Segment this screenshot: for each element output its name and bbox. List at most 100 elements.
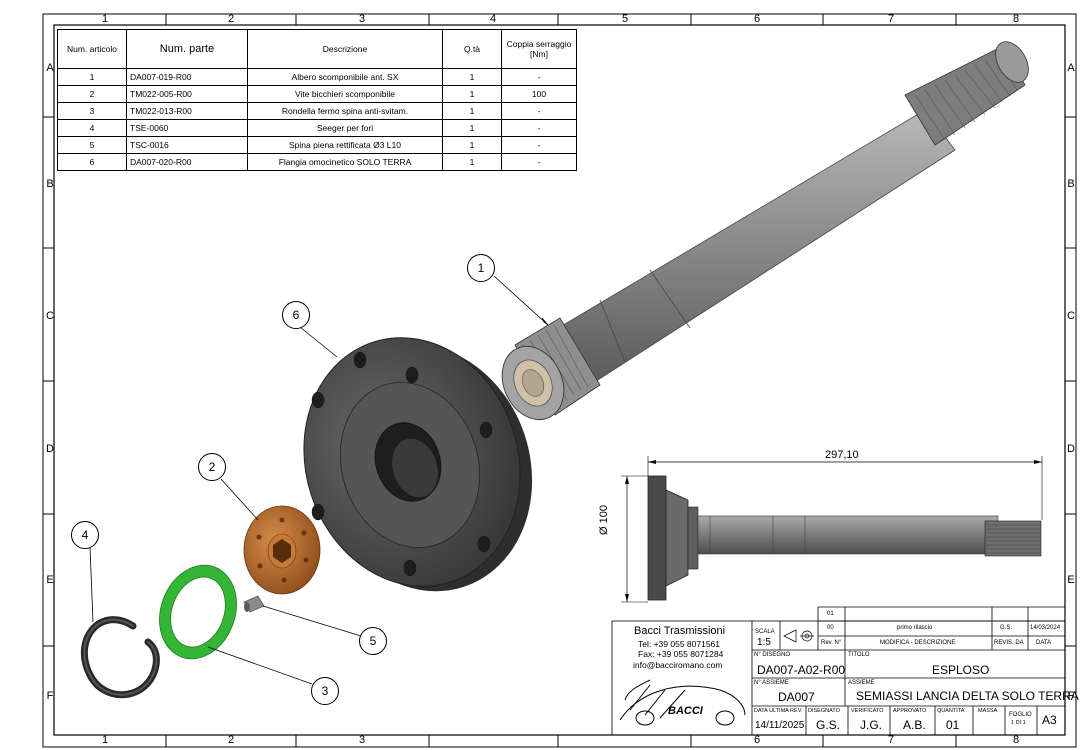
sheet-format: A3 (1042, 713, 1057, 727)
company-tel: Tel: +39 055 8071561 (638, 639, 721, 649)
title-label: TITOLO (848, 652, 870, 658)
bom-header-torque: Coppia serraggio [Nm] (501, 29, 577, 69)
bom-desc: Vite bicchieri scomponibile (247, 85, 443, 103)
shaft-part-1 (501, 41, 1029, 421)
rev-label: Rev. N° (821, 640, 842, 646)
diameter-dimension: Ø 100 (598, 505, 610, 535)
side-view-shaft (621, 456, 1043, 603)
zone-row-D-right: D (1067, 443, 1075, 455)
pin-part-5 (243, 595, 265, 613)
bom-header-item: Num. articolo (57, 29, 127, 69)
zone-col-6: 6 (753, 13, 761, 25)
zone-col-7-bottom: 7 (887, 734, 895, 746)
projection-symbol-icon (783, 629, 814, 643)
bom-item: 1 (57, 68, 127, 86)
bom-qty: 1 (442, 119, 502, 137)
bom-row: 3 TM022-013-R00 Rondella fermo spina ant… (57, 102, 577, 120)
zone-row-E-right: E (1067, 574, 1075, 586)
bom-qty: 1 (442, 85, 502, 103)
bom-row: 2 TM022-005-R00 Vite bicchieri scomponib… (57, 85, 577, 103)
bom-part: DA007-019-R00 (126, 68, 248, 86)
zone-ticks (43, 14, 1076, 747)
bom-item: 4 (57, 119, 127, 137)
rev-header-date: DATA (1036, 640, 1052, 646)
quantity-label: QUANTITA' (937, 708, 966, 714)
bom-qty: 1 (442, 153, 502, 171)
bom-qty: 1 (442, 68, 502, 86)
company-logo (619, 679, 746, 726)
bom-desc: Rondella fermo spina anti-svitam. (247, 102, 443, 120)
approved-by: A.B. (903, 718, 926, 732)
bom-row: 5 TSC-0016 Spina piena rettificata Ø3 L1… (57, 136, 577, 154)
zone-col-6-bottom: 6 (753, 734, 761, 746)
bom-part: TM022-005-R00 (126, 85, 248, 103)
bom-qty: 1 (442, 102, 502, 120)
drawing-no-label: N° DISEGNO (754, 652, 791, 658)
screw-part-2 (243, 505, 321, 595)
bom-row: 6 DA007-020-R00 Flangia omocinetico SOLO… (57, 153, 577, 171)
scale-label: SCALA (755, 629, 775, 635)
sheet-value: 1 DI 1 (1011, 720, 1026, 726)
zone-row-B: B (46, 178, 54, 190)
bom-header-row: Num. articolo Num. parte Descrizione Q.t… (57, 29, 577, 69)
last-rev-date: 14/11/2025 (755, 720, 805, 731)
zone-row-A-right: A (1067, 62, 1075, 74)
bom-item: 5 (57, 136, 127, 154)
washer-part-3 (159, 564, 237, 660)
title-block-frame (611, 606, 1066, 736)
bom-item: 2 (57, 85, 127, 103)
bom-part: TSC-0016 (126, 136, 248, 154)
sheet-label: FOGLIO (1009, 712, 1032, 718)
zone-col-4: 4 (489, 13, 497, 25)
balloon-4: 4 (71, 521, 99, 549)
bom-qty: 1 (442, 136, 502, 154)
bom-torque: - (501, 102, 577, 120)
bom-desc: Seeger per fori (247, 119, 443, 137)
bom-item: 3 (57, 102, 127, 120)
rev-row-date: 14/03/2024 (1030, 625, 1061, 631)
assembly-no-label: N° ASSIEME (754, 680, 789, 686)
drawn-label: DISEGNATO (808, 708, 840, 714)
scale-value: 1:5 (757, 637, 771, 648)
balloon-5: 5 (359, 627, 387, 655)
zone-row-B-right: B (1067, 178, 1075, 190)
bom-desc: Albero scomponibile ant. SX (247, 68, 443, 86)
bom-part: DA007-020-R00 (126, 153, 248, 171)
zone-row-C: C (46, 310, 54, 322)
rev-row-num: 01 (827, 611, 834, 617)
zone-col-7: 7 (887, 13, 895, 25)
assembly-label: ASSIEME (848, 680, 875, 686)
drawing-number: DA007-A02-R00 (757, 663, 846, 677)
zone-col-8: 8 (1012, 13, 1020, 25)
zone-col-1: 1 (101, 13, 109, 25)
zone-row-C-right: C (1067, 310, 1075, 322)
rev-row-desc: primo rilascio (897, 625, 933, 631)
zone-row-F-right: F (1067, 690, 1075, 702)
bom-row: 4 TSE-0060 Seeger per fori 1 - (57, 119, 577, 137)
checked-label: VERIFICATO (851, 708, 884, 714)
drawing-title: ESPLOSO (932, 663, 990, 677)
bom-header-part: Num. parte (126, 29, 248, 69)
company-name: Bacci Trasmissioni (634, 625, 726, 637)
zone-row-D: D (46, 443, 54, 455)
bill-of-materials: Num. articolo Num. parte Descrizione Q.t… (57, 29, 577, 171)
bom-row: 1 DA007-019-R00 Albero scomponibile ant.… (57, 68, 577, 86)
quantity-value: 01 (946, 718, 960, 732)
zone-row-F: F (46, 690, 54, 702)
balloon-2: 2 (198, 453, 226, 481)
bom-part: TSE-0060 (126, 119, 248, 137)
mass-label: MASSA (978, 708, 998, 714)
zone-col-5: 5 (621, 13, 629, 25)
bom-torque: 100 (501, 85, 577, 103)
flange-part-6 (303, 337, 533, 592)
rev-row-num: 00 (827, 625, 834, 631)
last-rev-label: DATA ULTIMA REV. (754, 708, 803, 714)
approved-label: APPROVATO (893, 708, 927, 714)
bom-header-qty: Q.tà (442, 29, 502, 69)
assembly-number: DA007 (778, 690, 815, 704)
bom-item: 6 (57, 153, 127, 171)
zone-col-3: 3 (358, 13, 366, 25)
bom-desc: Spina piena rettificata Ø3 L10 (247, 136, 443, 154)
zone-col-3-bottom: 3 (358, 734, 366, 746)
